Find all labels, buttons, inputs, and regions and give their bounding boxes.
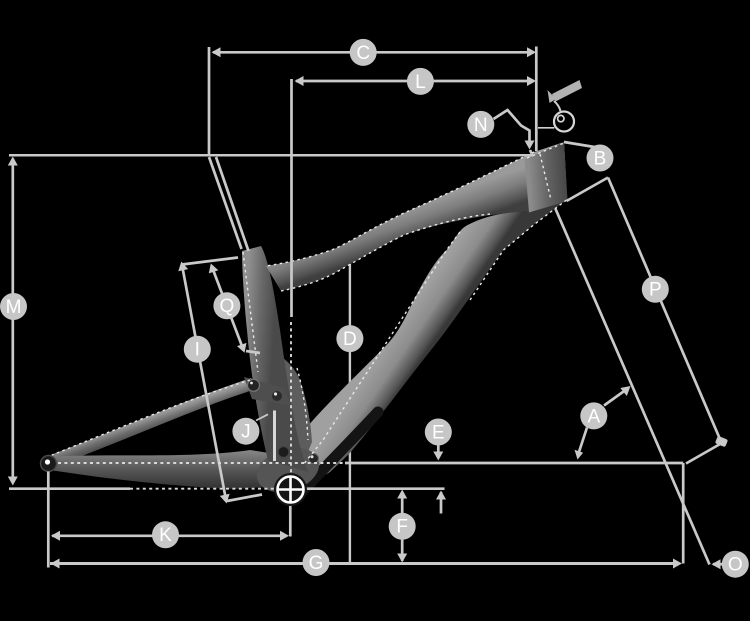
- svg-text:G: G: [309, 553, 324, 574]
- svg-text:F: F: [396, 517, 408, 538]
- svg-text:E: E: [432, 422, 445, 443]
- svg-text:O: O: [728, 555, 743, 576]
- svg-text:C: C: [356, 43, 370, 64]
- svg-text:A: A: [587, 406, 600, 427]
- svg-text:N: N: [474, 115, 488, 136]
- svg-text:M: M: [6, 297, 22, 318]
- svg-text:I: I: [195, 340, 200, 361]
- svg-text:Q: Q: [220, 296, 235, 317]
- svg-text:B: B: [594, 148, 607, 169]
- svg-text:K: K: [159, 525, 172, 546]
- svg-text:D: D: [343, 329, 357, 350]
- svg-text:P: P: [649, 280, 662, 301]
- svg-text:L: L: [415, 72, 426, 93]
- svg-text:J: J: [241, 422, 251, 443]
